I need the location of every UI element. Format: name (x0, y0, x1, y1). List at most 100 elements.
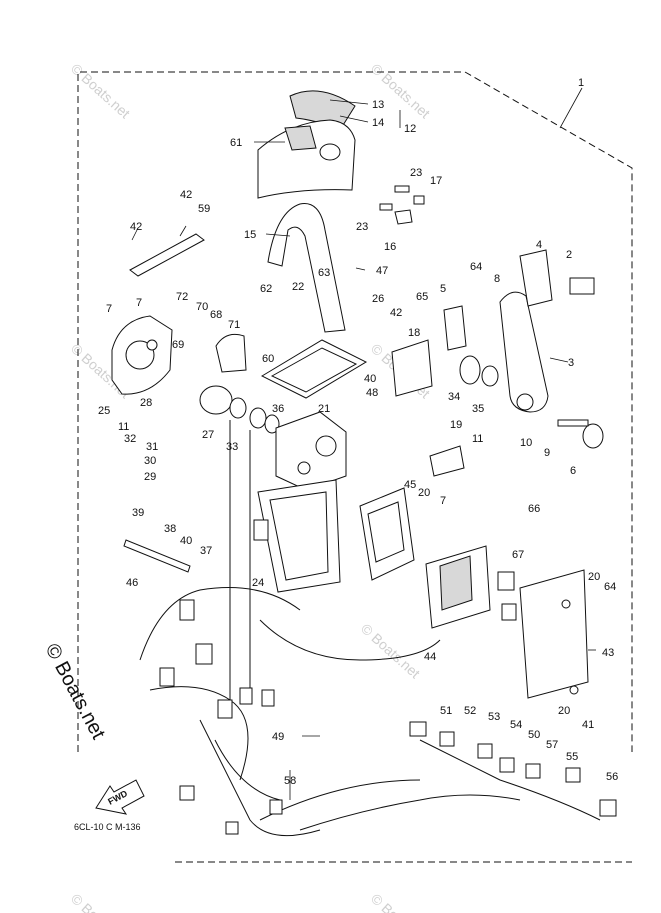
callout-23b: 23 (356, 221, 368, 233)
callout-31: 31 (146, 441, 158, 453)
bracket-68 (215, 333, 247, 373)
mounting-plate (519, 569, 589, 699)
callout-70: 70 (196, 301, 208, 313)
bracket-18 (391, 339, 433, 397)
callout-40: 40 (180, 535, 192, 547)
screws-upper-right (379, 185, 425, 225)
callout-7b: 7 (136, 297, 142, 309)
bracket-19 (429, 445, 465, 477)
callout-22: 22 (292, 281, 304, 293)
knob-6 (557, 419, 604, 449)
callout-3: 3 (568, 357, 574, 369)
callout-11: 11 (118, 421, 129, 433)
callout-44: 44 (424, 651, 436, 663)
callout-4: 4 (536, 239, 542, 251)
switch-unit (425, 545, 491, 629)
callout-64: 64 (470, 261, 482, 273)
main-housing (275, 411, 347, 491)
callout-24: 24 (252, 577, 264, 589)
callout-38: 38 (164, 523, 176, 535)
watermark: © Boats.net (68, 890, 133, 913)
watermark-layer: © Boats.net © Boats.net © Boats.net © Bo… (68, 60, 433, 913)
callout-45: 45 (404, 479, 416, 491)
callout-19: 19 (450, 419, 462, 431)
callout-48: 48 (366, 387, 378, 399)
callout-1: 1 (578, 77, 584, 89)
callout-46: 46 (126, 577, 138, 589)
callout-56: 56 (606, 771, 618, 783)
washers (459, 355, 499, 387)
callout-61: 61 (230, 137, 242, 149)
callout-20: 20 (418, 487, 430, 499)
throttle-lever (499, 249, 595, 413)
callout-33: 33 (226, 441, 238, 453)
callout-23: 23 (410, 167, 422, 179)
callout-27: 27 (202, 429, 214, 441)
frame-24 (257, 479, 341, 593)
callout-40b: 40 (364, 373, 376, 385)
callout-57: 57 (546, 739, 558, 751)
fwd-arrow-icon: FWD (95, 779, 145, 815)
callout-42c: 42 (390, 307, 402, 319)
callout-72: 72 (176, 291, 188, 303)
callout-59: 59 (198, 203, 210, 215)
callout-20c: 20 (558, 705, 570, 717)
callout-52: 52 (464, 705, 476, 717)
callout-26: 26 (372, 293, 384, 305)
callout-7c: 7 (440, 495, 446, 507)
callout-60: 60 (262, 353, 274, 365)
callout-62: 62 (260, 283, 272, 295)
leader-lines (131, 87, 596, 800)
callout-17: 17 (430, 175, 442, 187)
left-housing (111, 315, 173, 395)
callout-54: 54 (510, 719, 522, 731)
callout-12: 12 (404, 123, 416, 135)
callout-18: 18 (408, 327, 420, 339)
callout-25: 25 (98, 405, 110, 417)
callout-68: 68 (210, 309, 222, 321)
callout-39: 39 (132, 507, 144, 519)
cable-tie (123, 539, 191, 573)
callout-14: 14 (372, 117, 384, 129)
callout-32: 32 (124, 433, 136, 445)
callout-21: 21 (318, 403, 330, 415)
wire-harness (139, 420, 601, 837)
lever-arm (267, 203, 346, 333)
callout-63: 63 (318, 267, 330, 279)
callout-49: 49 (272, 731, 284, 743)
callout-64b: 64 (604, 581, 616, 593)
callout-7: 7 (106, 303, 112, 315)
callout-41: 41 (582, 719, 594, 731)
callout-34: 34 (448, 391, 460, 403)
watermark: © Boats.net (368, 890, 433, 913)
top-cover (257, 90, 356, 199)
callout-69: 69 (172, 339, 184, 351)
callout-13: 13 (372, 99, 384, 111)
callout-35: 35 (472, 403, 484, 415)
callout-42b: 42 (130, 221, 142, 233)
control-module (359, 487, 415, 581)
gear-assembly (199, 385, 280, 434)
callout-15: 15 (244, 229, 256, 241)
callout-2: 2 (566, 249, 572, 261)
callout-65: 65 (416, 291, 428, 303)
watermark: © Boats.net (358, 620, 423, 681)
callout-51: 51 (440, 705, 452, 717)
callout-29: 29 (144, 471, 156, 483)
callout-42: 42 (180, 189, 192, 201)
callout-50: 50 (528, 729, 540, 741)
callout-71: 71 (228, 319, 240, 331)
callout-37: 37 (200, 545, 212, 557)
callout-58: 58 (284, 775, 296, 787)
gasket-plate (260, 339, 368, 399)
callout-67: 67 (512, 549, 524, 561)
bracket-65 (443, 305, 467, 351)
callout-8: 8 (494, 273, 500, 285)
callout-9: 9 (544, 447, 550, 459)
callout-36: 36 (272, 403, 284, 415)
callout-10: 10 (520, 437, 532, 449)
assembly-boundary (77, 71, 633, 863)
watermark: © Boats.net (368, 60, 433, 121)
callout-53: 53 (488, 711, 500, 723)
